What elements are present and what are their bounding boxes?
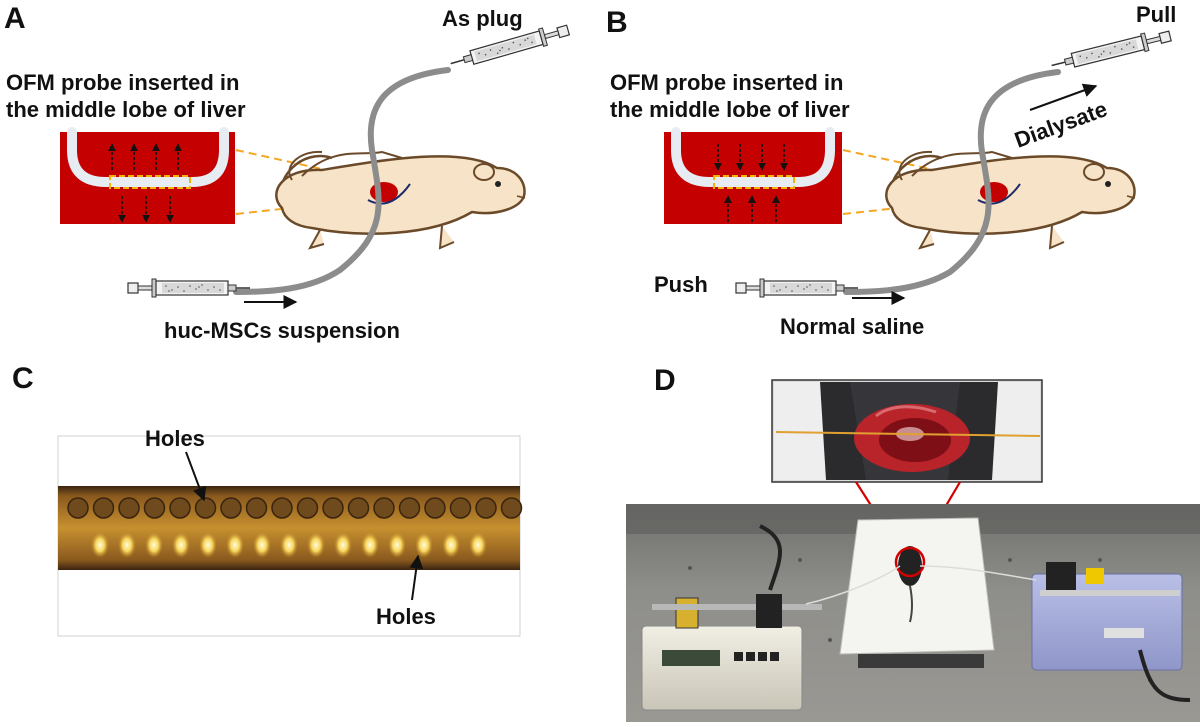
panel-b-probe-label-line1: OFM probe inserted in — [610, 70, 843, 95]
hole-top — [220, 497, 242, 519]
hole-top — [475, 497, 497, 519]
hole-top — [143, 497, 166, 519]
panel-a-tube — [233, 67, 451, 295]
arrow-icon — [1029, 83, 1098, 111]
panel-b-probe-label-line2: the middle lobe of liver — [610, 97, 850, 122]
panel-d-letter: D — [654, 364, 676, 397]
arrow-icon — [185, 451, 207, 502]
panel-b-outflow-label: Dialysate — [1011, 96, 1110, 153]
hole-top — [169, 497, 191, 519]
hole-top — [118, 497, 140, 519]
hole-bottom — [388, 532, 406, 558]
panel-b-tube — [843, 69, 1061, 295]
hole-bottom — [226, 532, 244, 558]
hole-bottom — [172, 532, 190, 558]
syringe-icon — [127, 278, 251, 298]
panel-a-flow-arrows-up — [108, 143, 182, 170]
hole-top — [271, 497, 293, 519]
hole-top — [500, 497, 523, 519]
panel-a-letter: A — [4, 2, 26, 35]
hole-bottom — [253, 532, 271, 558]
hole-top — [449, 497, 472, 519]
panel-c-letter: C — [12, 362, 34, 395]
panel-c-holes-label-top: Holes — [145, 426, 205, 451]
panel-b-push-label: Push — [654, 272, 708, 297]
panel-b-bottom-label: Normal saline — [780, 314, 924, 339]
panel-b-flow-arrows-up — [724, 195, 780, 222]
hole-top — [398, 497, 421, 519]
hole-bottom — [199, 532, 217, 558]
panel-d-bench-photo — [626, 504, 1200, 722]
hole-bottom — [280, 532, 298, 558]
hole-top — [67, 497, 89, 519]
panel-a-probe-label-line2: the middle lobe of liver — [6, 97, 246, 122]
hole-bottom — [469, 532, 487, 558]
panel-d: D — [626, 364, 1200, 722]
panel-a-top-label: As plug — [442, 6, 523, 31]
hole-bottom — [118, 532, 136, 558]
hole-top — [296, 497, 319, 519]
hole-top — [322, 497, 344, 519]
panel-b-letter: B — [606, 6, 628, 39]
hole-top — [194, 497, 217, 519]
panel-a-bottom-label: huc-MSCs suspension — [164, 318, 400, 343]
panel-b-probe — [671, 127, 835, 187]
panel-d-inset-photo — [771, 379, 1043, 483]
hole-bottom — [361, 532, 379, 558]
syringe-icon — [735, 278, 859, 298]
hole-top — [245, 497, 268, 519]
mouse-icon — [885, 150, 1137, 250]
panel-b-top-label: Pull — [1136, 2, 1176, 27]
panel-c-holes-label-bottom: Holes — [376, 604, 436, 629]
hole-bottom — [442, 532, 460, 558]
hole-bottom — [415, 532, 433, 558]
panel-b-probe-in-liver — [977, 183, 1021, 205]
panel-a-probe-in-liver — [367, 183, 411, 205]
hole-top — [424, 497, 446, 519]
hole-bottom — [307, 532, 325, 558]
panel-a-probe — [67, 127, 229, 187]
hole-bottom — [334, 532, 352, 558]
arrow-icon — [409, 554, 424, 601]
panel-c-hole-row-bottom — [91, 532, 487, 558]
panel-c-hole-row-top — [67, 497, 523, 519]
panel-b: B OFM probe inserted in the middle lobe … — [606, 2, 1176, 339]
panel-a-membrane — [109, 175, 191, 189]
mouse-icon — [275, 150, 527, 250]
panel-a-flow-arrows-down — [118, 196, 174, 223]
syringe-icon — [1048, 26, 1173, 75]
panel-a: A OFM probe inserted in the middle lobe … — [4, 2, 572, 343]
panel-c: C Holes Holes — [12, 362, 523, 637]
panel-b-flow-arrows-down — [714, 144, 788, 171]
panel-b-membrane — [713, 175, 795, 189]
hole-bottom — [91, 532, 109, 558]
hole-bottom — [145, 532, 163, 558]
panel-a-probe-label-line1: OFM probe inserted in — [6, 70, 239, 95]
hole-top — [347, 497, 370, 519]
hole-top — [373, 497, 395, 519]
hole-top — [92, 497, 115, 519]
